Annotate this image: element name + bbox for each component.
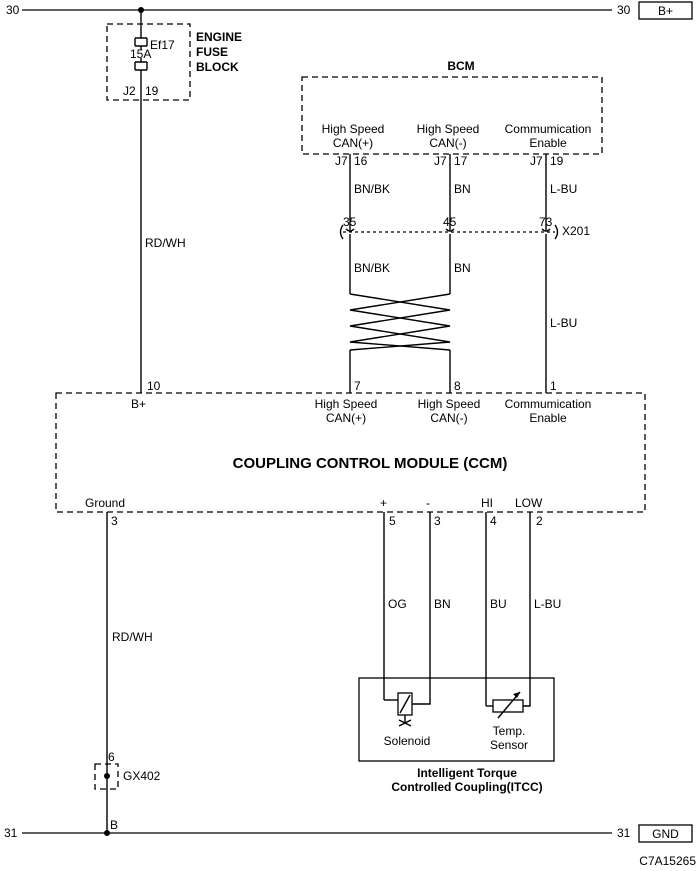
can-twisted-pair: BN/BK BN L-BU [349,234,577,393]
bcm-pin2-name-1: High Speed [417,122,480,136]
itcc-wire-bu: BU [490,597,507,611]
b-plus-terminal-label: B+ [658,4,673,18]
ccm-bplus-label: B+ [131,397,146,411]
bcm-pin1-name-1: High Speed [322,122,385,136]
fuse-rating: 15A [130,47,151,61]
x201-connector: 35 45 73 X201 [339,215,590,240]
ccm-pin-8: 8 [454,379,461,393]
ccm-minus-label: - [426,496,430,510]
ccm-comm-enable-name-1: Commumication [505,397,592,411]
itcc-title-2: Controlled Coupling(ITCC) [391,780,542,794]
itcc-wire-bn: BN [434,597,451,611]
itcc-wire-og: OG [388,597,407,611]
fuse-pin: 19 [145,84,159,98]
ground-wire-color: RD/WH [112,630,153,644]
itcc-component: Solenoid Temp. Sensor Intelligent Torque… [358,677,555,794]
x201-wire2-color: BN [454,261,471,275]
bcm-outline [301,76,603,155]
fuse-block-title-3: BLOCK [196,60,239,74]
ccm-can-plus-name-1: High Speed [315,397,378,411]
bcm-pin3-connector: J7 [530,154,543,168]
ccm-pin-3: 3 [434,514,441,528]
x201-wire1-color: BN/BK [354,261,390,275]
ground-wire: RD/WH 6 GX402 B [94,512,161,836]
fuse-block-outline [106,23,191,101]
x201-name: X201 [562,224,590,238]
bcm-pin2-name-2: CAN(-) [429,136,466,150]
x201-pin-35: 35 [343,215,357,229]
bcm-wires: BN/BK BN L-BU [349,154,577,230]
ccm-pin-2: 2 [536,514,543,528]
fuse-block-title-1: ENGINE [196,30,242,44]
ccm-can-minus-name-1: High Speed [418,397,481,411]
gx402-name: GX402 [123,769,161,783]
power-wire-color: RD/WH [145,236,186,250]
bcm-pin3-name-1: Commumication [505,122,592,136]
bcm-pin2-connector: J7 [434,154,447,168]
ccm-bplus-pin: 10 [147,379,161,393]
gx402-junction-dot [104,773,110,779]
ccm-comm-enable-name-2: Enable [529,411,567,425]
itcc-wire-lbu: L-BU [534,597,561,611]
x201-pin-73: 73 [539,215,553,229]
top-power-rail: 30 30 B+ [6,1,693,20]
temp-sensor-icon [486,678,531,719]
gnd-terminal-label: GND [652,827,679,841]
bcm-wire2-color: BN [454,182,471,196]
ground-splice-label: B [110,818,118,832]
x201-wire3-color: L-BU [550,316,577,330]
power-wire: RD/WH [140,70,186,393]
bcm-wire3-color: L-BU [550,182,577,196]
x201-pin-45: 45 [443,215,457,229]
fuse-id: Ef17 [150,38,175,52]
rail-top-left-number: 30 [6,3,20,17]
ccm-module: 10 B+ 7 8 1 High Speed CAN(+) High Speed… [55,379,646,528]
ccm-pin-4: 4 [490,514,497,528]
b-plus-terminal-box [638,1,693,20]
bcm-title: BCM [447,59,474,73]
ccm-pin-5: 5 [389,514,396,528]
bcm-wire1-color: BN/BK [354,182,390,196]
figure-id: C7A15265 [639,854,696,868]
ccm-plus-label: + [380,496,387,510]
itcc-wires: OG BN BU L-BU [383,512,561,706]
ccm-ground-pin: 3 [111,514,118,528]
ccm-ground-label: Ground [85,496,125,510]
bcm-pin2-number: 17 [454,154,468,168]
ccm-title: COUPLING CONTROL MODULE (CCM) [233,455,508,472]
ccm-outline [55,392,646,513]
itcc-title-1: Intelligent Torque [417,766,517,780]
bcm-module: BCM High Speed CAN(+) High Speed CAN(-) … [301,59,603,168]
gx402-pin: 6 [108,750,115,764]
ccm-hi-label: HI [481,496,493,510]
ccm-low-label: LOW [515,496,543,510]
bcm-pin3-number: 19 [550,154,564,168]
solenoid-icon [384,678,431,727]
rail-bottom-right-number: 31 [617,826,631,840]
gx402-connector-outline [94,763,119,790]
itcc-outline [358,677,555,762]
fuse-block-title-2: FUSE [196,45,228,59]
rail-top-right-number: 30 [617,3,631,17]
bcm-pin3-name-2: Enable [529,136,567,150]
ccm-pin-7: 7 [354,379,361,393]
sensor-label-2: Sensor [490,738,528,752]
sensor-label-1: Temp. [493,724,526,738]
bcm-pin1-connector: J7 [335,154,348,168]
gnd-terminal-box [638,824,693,843]
ccm-can-plus-name-2: CAN(+) [326,411,366,425]
ccm-can-minus-name-2: CAN(-) [430,411,467,425]
engine-fuse-block: Ef17 15A J2 19 ENGINE FUSE BLOCK [106,10,242,101]
bottom-ground-rail: 31 31 GND [4,824,693,843]
bcm-pin1-name-2: CAN(+) [333,136,373,150]
fuse-connector: J2 [123,84,136,98]
bcm-pin1-number: 16 [354,154,368,168]
ccm-pin-1: 1 [550,379,557,393]
rail-bottom-left-number: 31 [4,826,18,840]
solenoid-label: Solenoid [384,734,431,748]
